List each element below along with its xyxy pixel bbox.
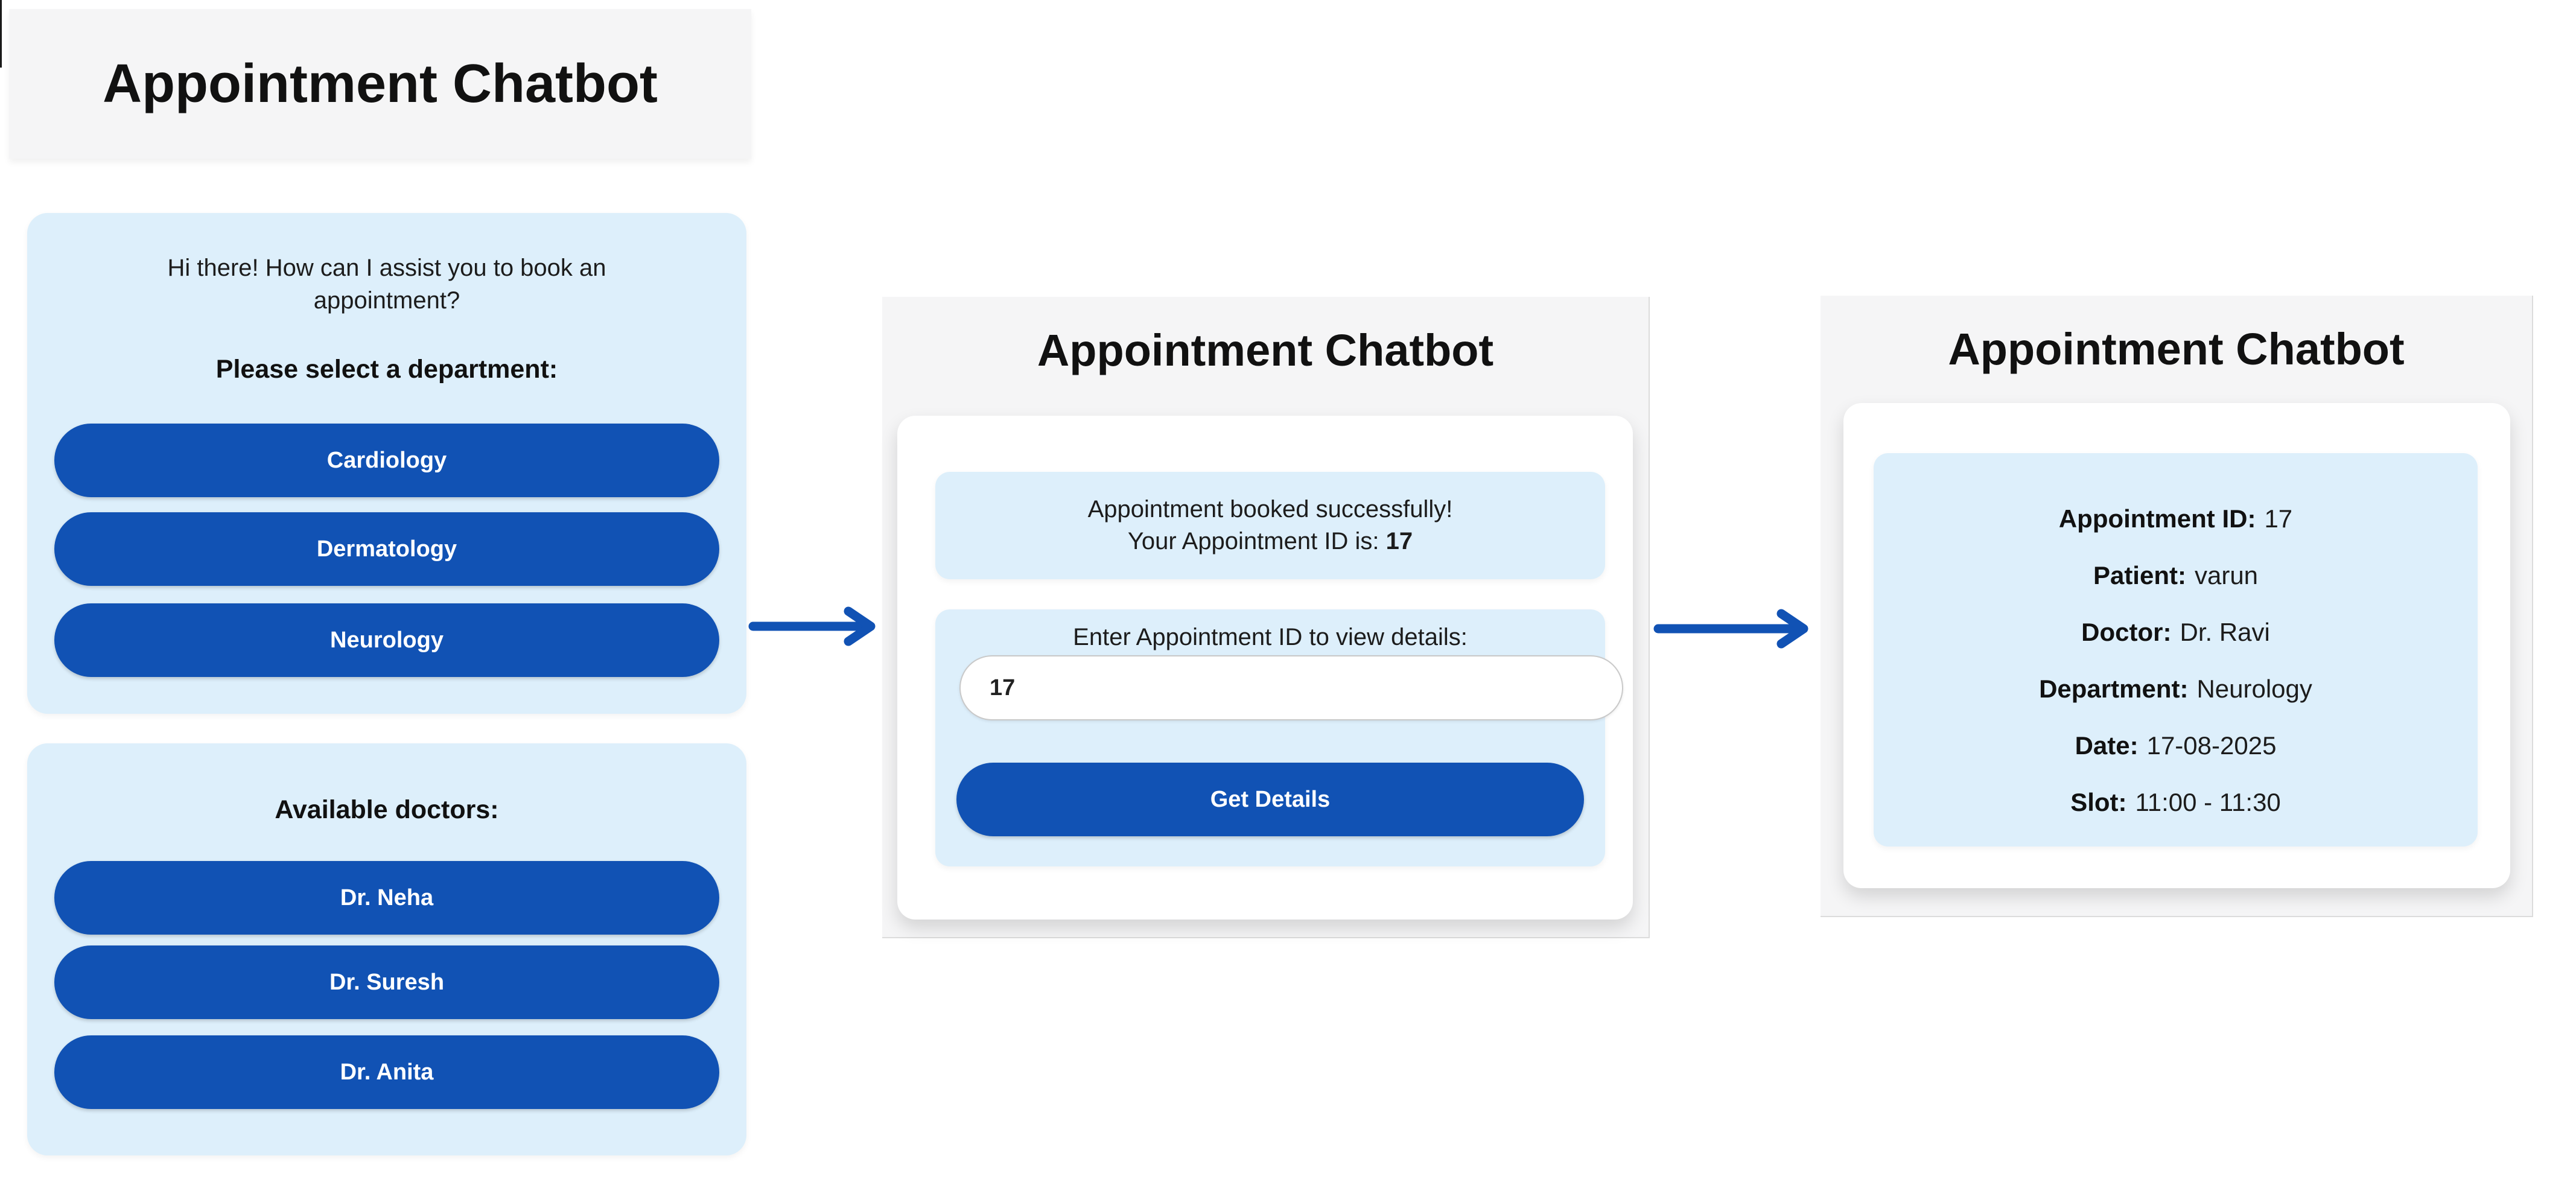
doctor-button-anita[interactable]: Dr. Anita	[54, 1035, 719, 1109]
detail-row-doctor: Doctor: Dr. Ravi	[2081, 618, 2270, 646]
chat-message-box-doctors: Available doctors: Dr. Neha Dr. Suresh D…	[27, 743, 746, 1155]
department-button-neurology[interactable]: Neurology	[54, 603, 719, 677]
detail-row-slot: Slot: 11:00 - 11:30	[2070, 788, 2281, 816]
get-details-button[interactable]: Get Details	[956, 763, 1584, 836]
chatbot-card: Appointment booked successfully! Your Ap…	[897, 416, 1633, 920]
flow-arrow-middle-to-right	[1653, 609, 1808, 649]
page-title: Appointment Chatbot	[103, 53, 658, 114]
chat-message-box-departments: Hi there! How can I assist you to book a…	[27, 213, 746, 714]
appointment-id-value: 17	[1385, 528, 1413, 554]
page-title: Appointment Chatbot	[1037, 325, 1494, 375]
detail-row-date: Date: 17-08-2025	[2075, 731, 2277, 760]
department-button-cardiology[interactable]: Cardiology	[54, 424, 719, 497]
bot-greeting-text: Hi there! How can I assist you to book a…	[167, 255, 606, 314]
left-panel-header: Appointment Chatbot	[9, 9, 751, 159]
appointment-details-card: Appointment ID: 17 Patient: varun Doctor…	[1843, 403, 2510, 888]
page-title: Appointment Chatbot	[1948, 324, 2405, 374]
screen-edge-line	[0, 0, 2, 68]
doctors-heading-text: Available doctors:	[275, 795, 499, 824]
detail-row-appointment-id: Appointment ID: 17	[2058, 504, 2293, 533]
doctor-button-suresh[interactable]: Dr. Suresh	[54, 945, 719, 1019]
booking-success-message: Appointment booked successfully! Your Ap…	[935, 472, 1605, 579]
view-details-message: Enter Appointment ID to view details: Ge…	[935, 609, 1623, 866]
success-line2: Your Appointment ID is: 17	[1127, 528, 1413, 554]
department-prompt-text: Please select a department:	[215, 355, 558, 384]
doctor-button-neha[interactable]: Dr. Neha	[54, 861, 719, 935]
detail-row-patient: Patient: varun	[2093, 561, 2259, 589]
success-line1: Appointment booked successfully!	[1087, 496, 1453, 523]
input-prompt-text: Enter Appointment ID to view details:	[1073, 624, 1468, 650]
appointment-id-input[interactable]	[959, 655, 1623, 720]
detail-row-department: Department: Neurology	[2039, 675, 2312, 703]
department-button-dermatology[interactable]: Dermatology	[54, 512, 719, 586]
flow-arrow-left-to-middle	[748, 606, 876, 646]
appointment-details-box: Appointment ID: 17 Patient: varun Doctor…	[1874, 453, 2478, 847]
